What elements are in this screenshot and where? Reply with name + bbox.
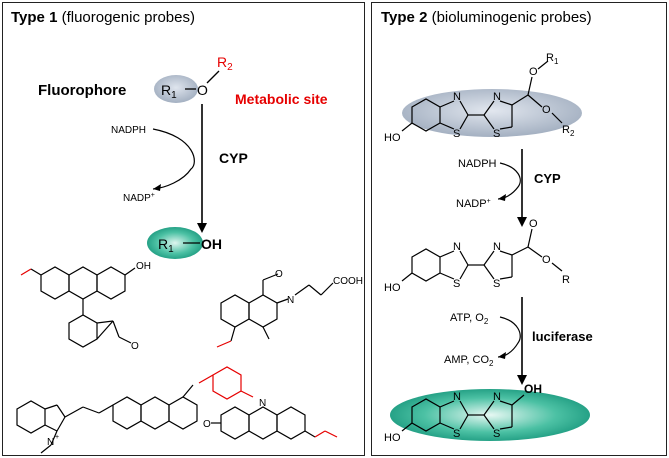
sub-r1: R1 [546,52,559,66]
naphthalimide-cooh: COOH [333,276,363,287]
type2-diagram: N S N S HO O R1 O R2 NADPH NADP+ CYP [384,52,593,444]
r2-label: R2 [217,54,233,73]
cofactor-curve-2 [497,162,521,200]
luciferin-oval [390,389,590,441]
type2-title: Type 2 (bioluminogenic probes) [381,9,592,26]
cyanine-n-charge: + [55,434,59,441]
cyanine-n: N [47,437,54,448]
fluorescein-structure [20,266,136,348]
metabolic-site-label: Metabolic site [235,91,328,107]
int-s2: S [493,278,500,290]
atp-o2-label: ATP, O2 [450,312,489,326]
sub-s2: S [493,128,500,140]
oh-label: OH [201,236,222,252]
sub-r2: R2 [562,124,575,138]
luc-n2: N [493,391,501,403]
naphthalimide-o-top: O [275,269,283,280]
type1-title: Type 1 (fluorogenic probes) [11,9,195,26]
amp-co2-label: AMP, CO2 [444,354,494,368]
luc-oh: OH [524,382,542,396]
naphthalimide-structure [216,273,334,348]
sub-n2: N [493,91,501,103]
fluorescein-o: O [131,341,139,352]
int-o-carbonyl: O [529,218,538,230]
fluorescein-oh: OH [136,261,151,272]
sub-ho: HO [384,132,401,144]
type2-panel: Type 2 (bioluminogenic probes) [371,2,667,456]
int-o-ester: O [542,254,551,266]
substrate-oval [402,89,582,137]
luc-s1: S [453,428,460,440]
fluorophore-oval [154,75,198,103]
nadph-label-2: NADPH [458,158,497,170]
nadp-label: NADP+ [123,192,155,204]
intermediate-structure [401,228,543,282]
nadph-label: NADPH [111,125,146,136]
type1-panel: Type 1 (fluorogenic probes) Fluorophore … [2,2,365,456]
resorufin-o: O [203,419,211,430]
luc-s2: S [493,428,500,440]
int-n1: N [453,241,461,253]
naphthalimide-n: N [287,295,294,306]
cofactor-curve [152,128,195,190]
nadp-label-2: NADP+ [456,198,491,210]
cyp-label-2: CYP [534,171,561,186]
fluorophore-label: Fluorophore [38,82,126,99]
type1-diagram: Fluorophore R1 O R2 Metabolic site NADPH… [16,54,363,454]
sub-o2: O [542,104,551,116]
sub-o1: O [529,66,538,78]
r1-label: R1 [161,82,177,101]
oxygen-atom: O [197,82,208,98]
luciferin-structure [401,394,525,432]
cyanine-structure [16,366,254,454]
int-r: R [562,274,570,286]
product-r1-label: R1 [158,236,174,255]
atp-curve [497,316,521,358]
int-ho: HO [384,282,401,294]
luciferase-label: luciferase [532,329,593,344]
luc-n1: N [453,391,461,403]
int-s1: S [453,278,460,290]
substrate-structure [401,76,543,132]
sub-s1: S [453,128,460,140]
cyp-label: CYP [219,150,248,166]
sub-n1: N [453,91,461,103]
int-n2: N [493,241,501,253]
resorufin-n: N [259,398,266,409]
luc-ho: HO [384,432,401,444]
resorufin-structure [211,406,338,440]
product-oval [147,227,203,259]
